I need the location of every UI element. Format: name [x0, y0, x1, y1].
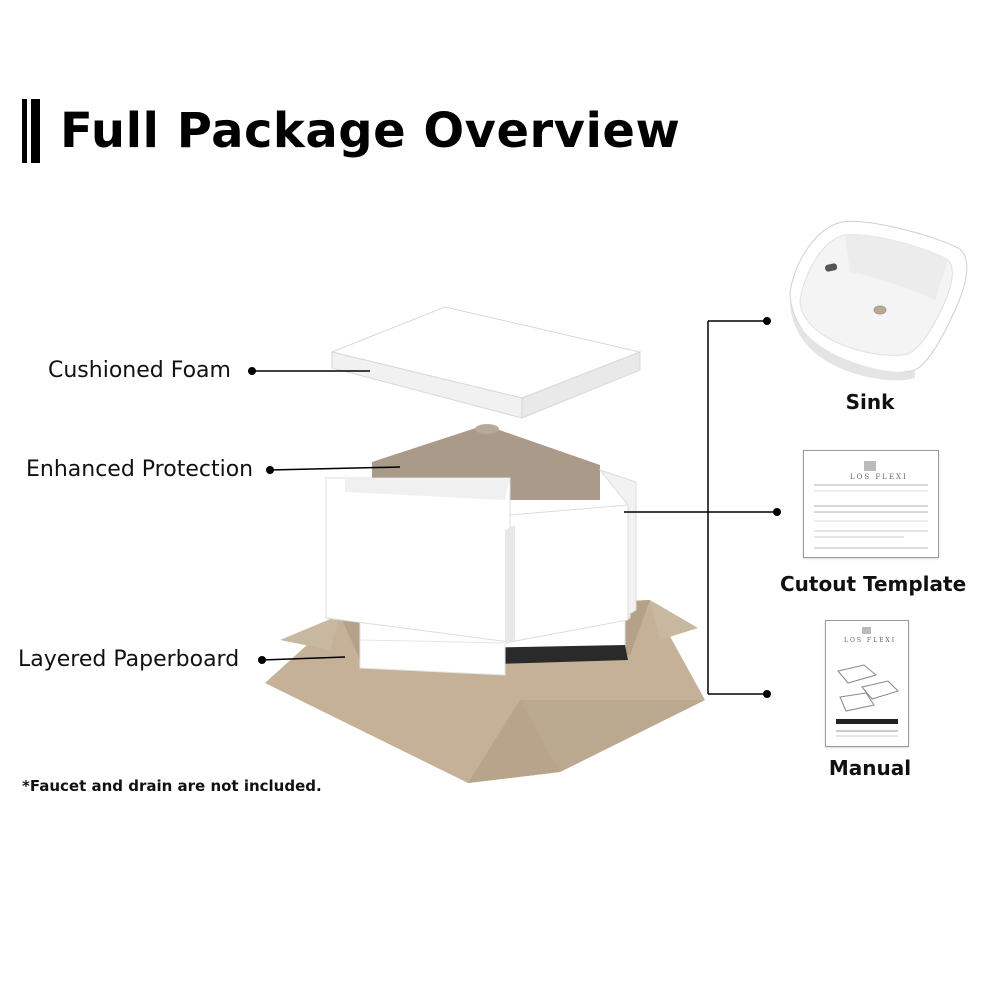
label-sink: Sink [845, 390, 895, 414]
callout-enhanced-protection: Enhanced Protection [26, 457, 254, 482]
foam-protection-box [325, 424, 637, 645]
callout-layered-paperboard: Layered Paperboard [18, 647, 240, 672]
label-cutout-template: Cutout Template [780, 572, 967, 596]
cushioned-foam-lid [330, 306, 642, 419]
callout-cushioned-foam: Cushioned Foam [48, 358, 231, 383]
accent-bar-thick [31, 99, 40, 163]
manual-brand: LOS FLEXI [844, 637, 897, 644]
label-manual: Manual [828, 756, 912, 780]
left-callout-lines [248, 367, 401, 664]
contents-bracket [624, 317, 781, 698]
manual-image: LOS FLEXI [825, 620, 909, 747]
title-accent-bars [22, 99, 40, 163]
manual-doc-lines [836, 627, 899, 737]
sink-image [789, 220, 968, 381]
cutout-template-image: LOS FLEXI [803, 450, 939, 558]
page-title: Full Package Overview [60, 103, 681, 159]
template-brand: LOS FLEXI [850, 473, 908, 481]
footnote: *Faucet and drain are not included. [22, 777, 322, 795]
accent-bar-thin [22, 99, 27, 163]
template-doc-lines [814, 461, 928, 549]
